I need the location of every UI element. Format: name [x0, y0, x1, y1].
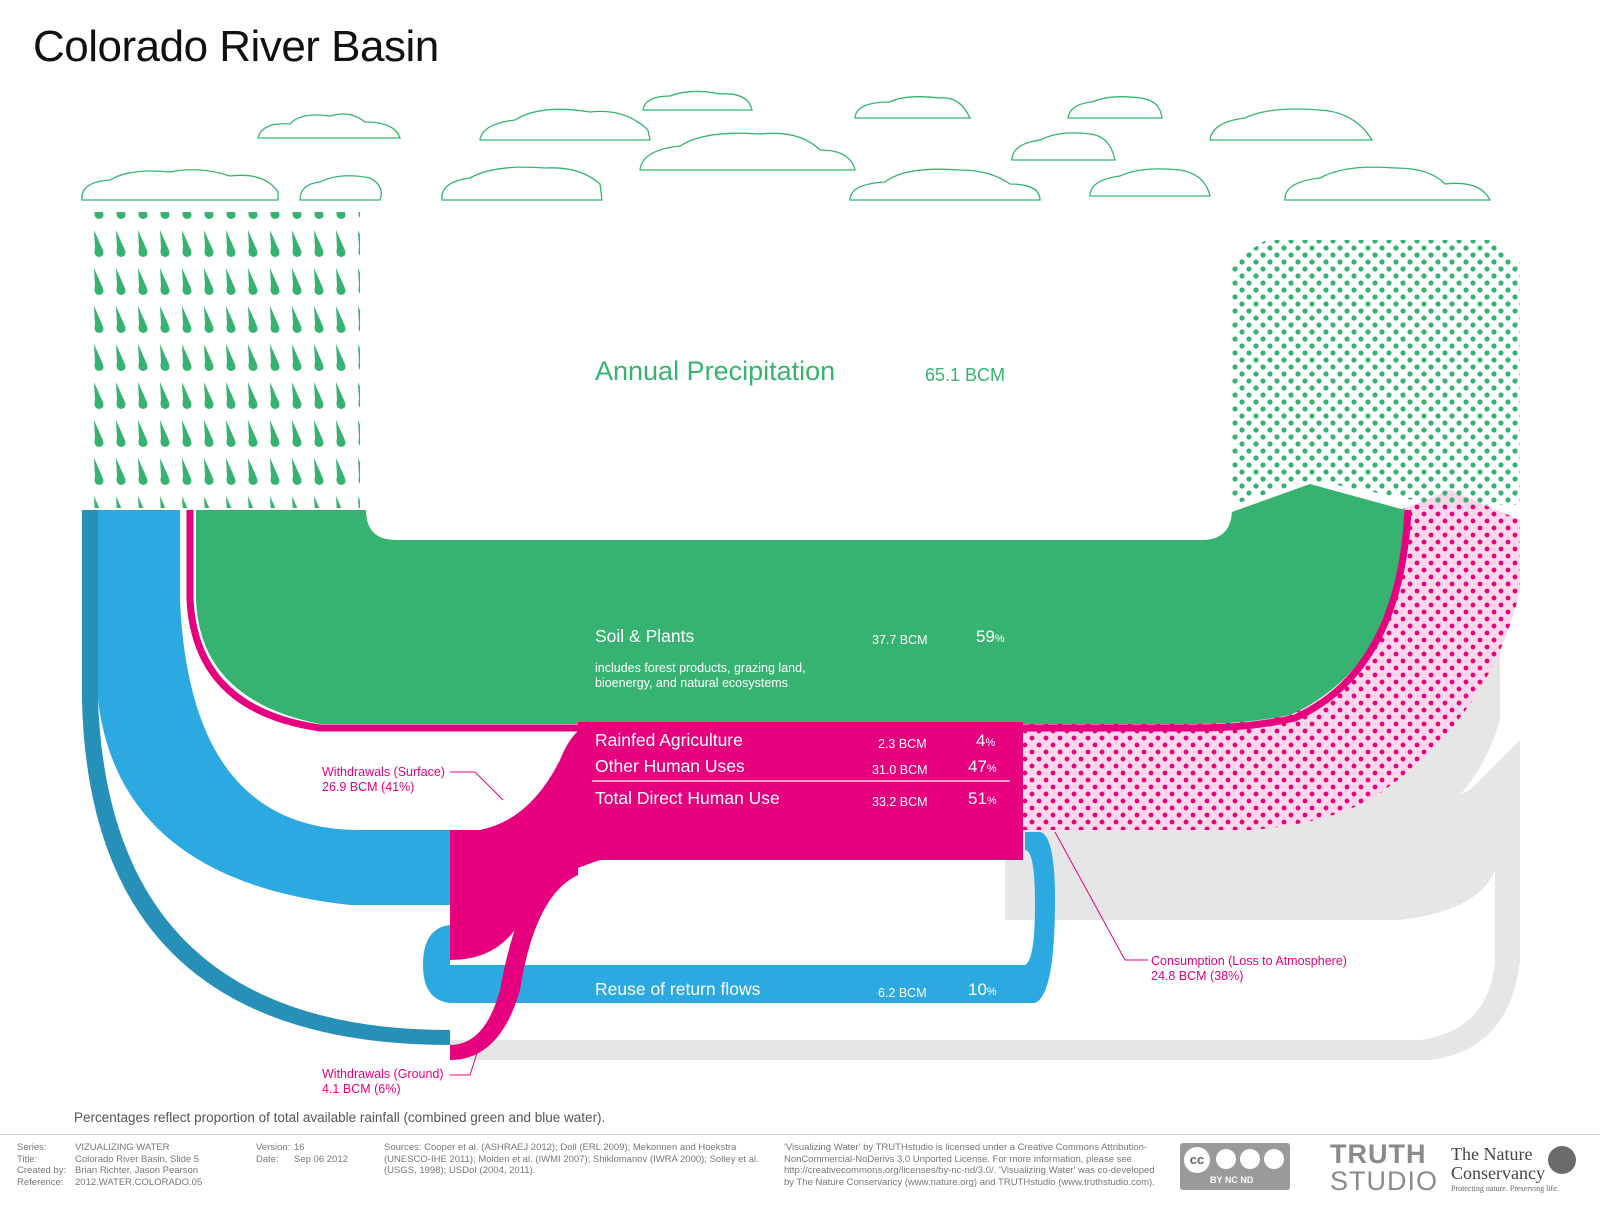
reuse-pct: 10%: [968, 980, 997, 999]
truth-logo-1: TRUTH: [1330, 1139, 1427, 1169]
withdrawals-surface-line1: Withdrawals (Surface): [322, 765, 445, 779]
soil-plants-note-1: includes forest products, grazing land,: [595, 661, 806, 675]
sources-2: (UNESCO-IHE 2011); Molden et al. (IWMI 2…: [384, 1153, 759, 1165]
soil-plants-band: [196, 484, 1405, 724]
soil-plants-outline: [186, 509, 1412, 732]
rainfed-ag-label: Rainfed Agriculture: [595, 730, 743, 750]
evaporation-dots: [1232, 240, 1520, 505]
series-key: Series:: [17, 1142, 47, 1153]
license-4: by The Nature Conservancy (www.nature.or…: [784, 1176, 1155, 1188]
other-human-pct: 47%: [968, 757, 997, 776]
surface-leader: [450, 771, 504, 801]
consumption-line2: 24.8 BCM (38%): [1151, 969, 1244, 983]
surface-withdrawal-band: [98, 510, 450, 905]
created-val: Brian Richter, Jason Pearson: [75, 1165, 199, 1176]
reuse-label: Reuse of return flows: [595, 979, 761, 999]
human-use-block: [578, 722, 1023, 860]
creative-commons-icon: cc BY NC ND: [1180, 1143, 1290, 1190]
license-1: 'Visualizing Water' by TRUTHstudio is li…: [784, 1142, 1148, 1153]
rain-icon: [82, 212, 360, 508]
grey-return-band: [450, 740, 1520, 1060]
footer-license: 'Visualizing Water' by TRUTHstudio is li…: [784, 1142, 1155, 1188]
reuse-loop: [423, 832, 1055, 1003]
footnote: Percentages reflect proportion of total …: [74, 1110, 606, 1125]
total-direct-value: 33.2 BCM: [872, 795, 928, 809]
other-human-label: Other Human Uses: [595, 756, 745, 776]
footer-divider: [0, 1134, 1600, 1135]
created-key: Created by:: [17, 1165, 67, 1176]
soil-plants-value: 37.7 BCM: [872, 633, 928, 647]
ground-leader: [450, 1049, 479, 1076]
soil-plants-label: Soil & Plants: [595, 626, 695, 646]
ground-strand: [450, 860, 578, 1060]
soil-plants-pct: 59%: [976, 627, 1005, 646]
tnc-logo-2: Conservancy: [1451, 1163, 1545, 1183]
version-val: 16: [294, 1142, 305, 1153]
ref-val: 2012.WATER.COLORADO.05: [75, 1176, 203, 1188]
tnc-logo-icon: [1548, 1146, 1576, 1174]
withdrawals-surface-line2: 26.9 BCM (41%): [322, 780, 415, 794]
total-direct-pct: 51%: [968, 789, 997, 808]
truth-logo-2: STUDIO: [1330, 1166, 1439, 1196]
ref-key: Reference:: [17, 1176, 64, 1188]
soil-plants-note-2: bioenergy, and natural ecosystems: [595, 676, 788, 690]
other-human-value: 31.0 BCM: [872, 763, 928, 777]
total-direct-label: Total Direct Human Use: [595, 788, 780, 808]
consumption-dotted: [1005, 490, 1520, 830]
rainfed-ag-value: 2.3 BCM: [878, 737, 927, 751]
withdrawals-ground-line1: Withdrawals (Ground): [322, 1067, 444, 1081]
title-key: Title:: [17, 1153, 38, 1165]
precipitation-value: 65.1 BCM: [925, 365, 1006, 385]
cc-badge-text: BY NC ND: [1210, 1175, 1254, 1185]
reuse-value: 6.2 BCM: [878, 986, 927, 1000]
rainfed-ag-pct: 4%: [976, 731, 996, 750]
date-key: Date:: [256, 1153, 279, 1165]
consumption-line1: Consumption (Loss to Atmosphere): [1151, 954, 1347, 968]
tnc-logo-3: Protecting nature. Preserving life.: [1451, 1184, 1559, 1193]
footer-sources: Sources: Cooper et al. (ASHRAEJ 2012); D…: [384, 1142, 759, 1177]
withdrawals-ground-line2: 4.1 BCM (6%): [322, 1082, 401, 1096]
consumption-leader: [1054, 831, 1148, 961]
cloud-icon: [81, 90, 1492, 201]
page-title: Colorado River Basin: [33, 22, 439, 71]
footer-version: Version:16 Date: Sep 06 2012: [256, 1142, 348, 1165]
license-2: NonCommercial-NoDerivs 3.0 Unported Lice…: [784, 1153, 1132, 1165]
tnc-logo-1: The Nature: [1451, 1144, 1533, 1164]
series-val: VIZUALIZING WATER: [75, 1142, 170, 1153]
title-val: Colorado River Basin, Slide 5: [75, 1153, 200, 1165]
version-key: Version:: [256, 1142, 291, 1153]
precipitation-label: Annual Precipitation: [595, 356, 836, 386]
sources-3: (USGS, 1998); USDoI (2004, 2011).: [384, 1165, 536, 1176]
footer-meta: Series: VIZUALIZING WATER Title: Colorado …: [17, 1142, 202, 1188]
date-val: Sep 06 2012: [294, 1153, 348, 1165]
sources-1: Sources: Cooper et al. (ASHRAEJ 2012); D…: [384, 1142, 737, 1153]
license-3: http://creativecommons.org/licenses/by-n…: [784, 1165, 1155, 1176]
